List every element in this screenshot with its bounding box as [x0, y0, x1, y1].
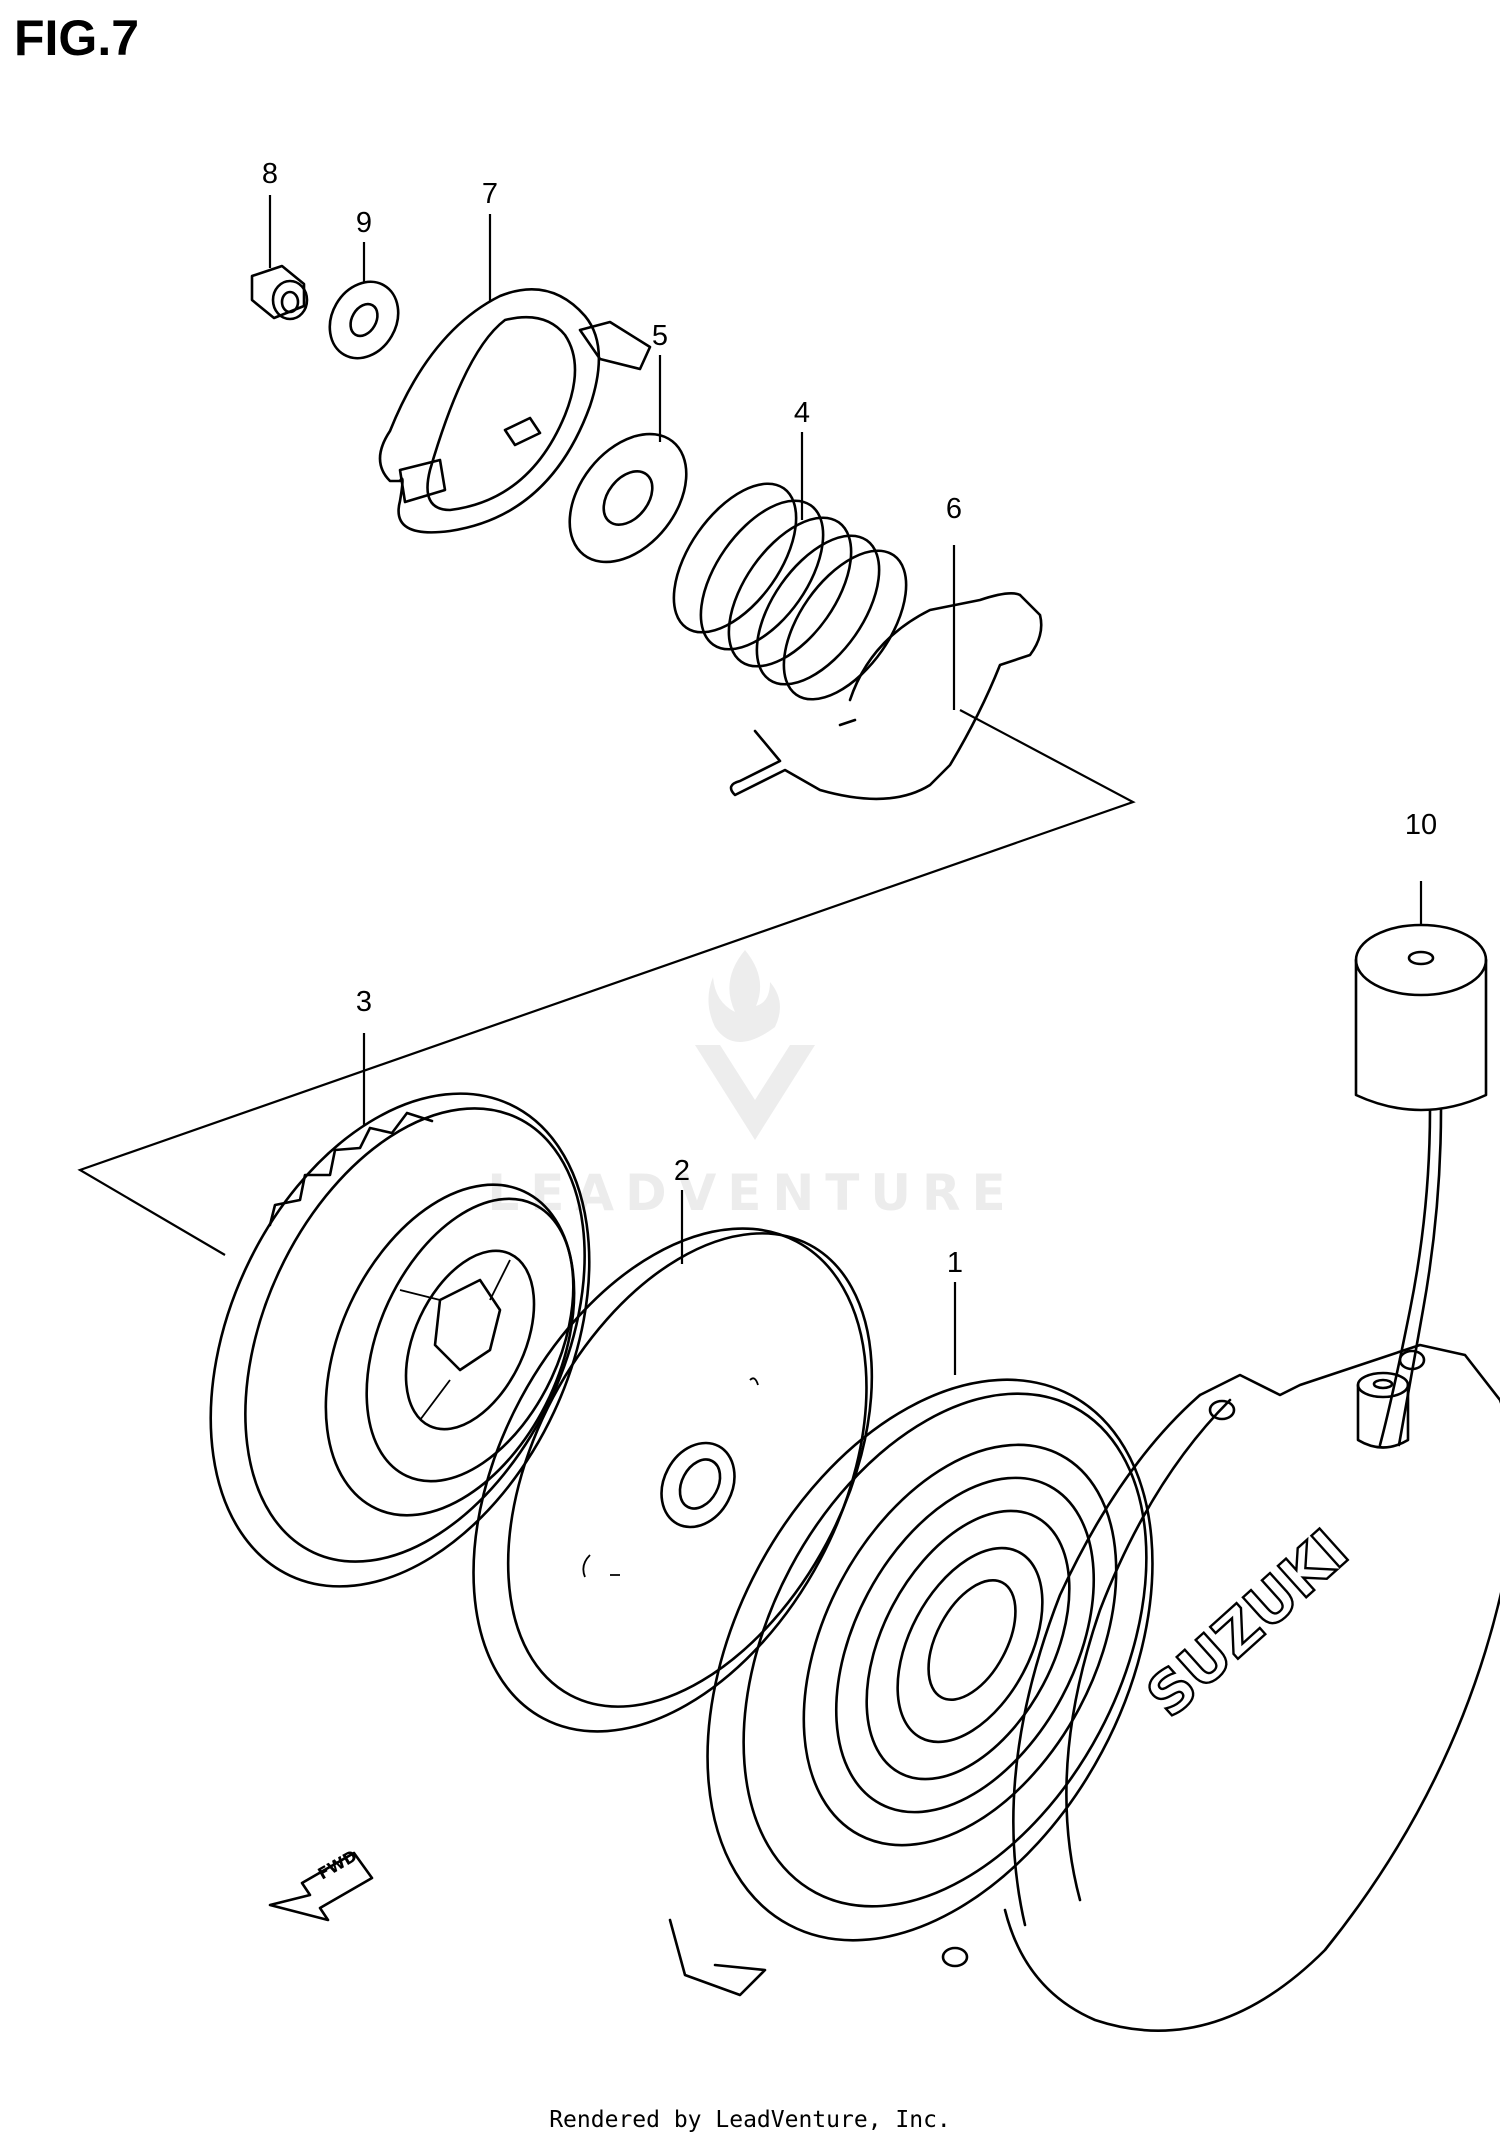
figure-title: FIG.7 — [14, 10, 139, 66]
suzuki-logo-text: SUZUKI — [1134, 1516, 1361, 1730]
callout-3: 3 — [356, 986, 372, 1018]
part-1-starter-case: SUZUKI — [668, 1343, 1500, 2032]
callout-8: 8 — [262, 158, 278, 190]
watermark: LEADVENTURE — [487, 950, 1016, 1222]
flame-v-logo-icon — [695, 950, 815, 1140]
part-9-washer — [328, 280, 400, 360]
callouts: 8 9 7 5 4 6 10 3 2 1 — [262, 158, 1437, 1279]
watermark-text: LEADVENTURE — [487, 1164, 1016, 1222]
callout-2: 2 — [674, 1155, 690, 1187]
callout-7: 7 — [482, 178, 498, 210]
part-10-handle — [1354, 923, 1488, 1449]
callout-4: 4 — [794, 397, 810, 429]
callout-6: 6 — [946, 493, 962, 525]
part-8-nut — [250, 264, 309, 321]
footer-credit: Rendered by LeadVenture, Inc. — [549, 2107, 951, 2133]
part-7-guide-plate — [378, 288, 652, 534]
part-2-reel — [472, 1227, 874, 1733]
part-6-wire-spring — [729, 592, 1043, 801]
part-5-washer — [568, 432, 688, 564]
part-3-ratchet-wheel — [209, 1092, 591, 1588]
callout-1: 1 — [947, 1247, 963, 1279]
leader-lines — [77, 195, 1423, 1375]
callout-10: 10 — [1405, 809, 1437, 841]
fwd-arrow-label: FWD — [315, 1846, 361, 1883]
callout-9: 9 — [356, 207, 372, 239]
part-4-spring — [672, 482, 908, 701]
callout-5: 5 — [652, 320, 668, 352]
fwd-arrow-icon: FWD — [268, 1846, 374, 1922]
